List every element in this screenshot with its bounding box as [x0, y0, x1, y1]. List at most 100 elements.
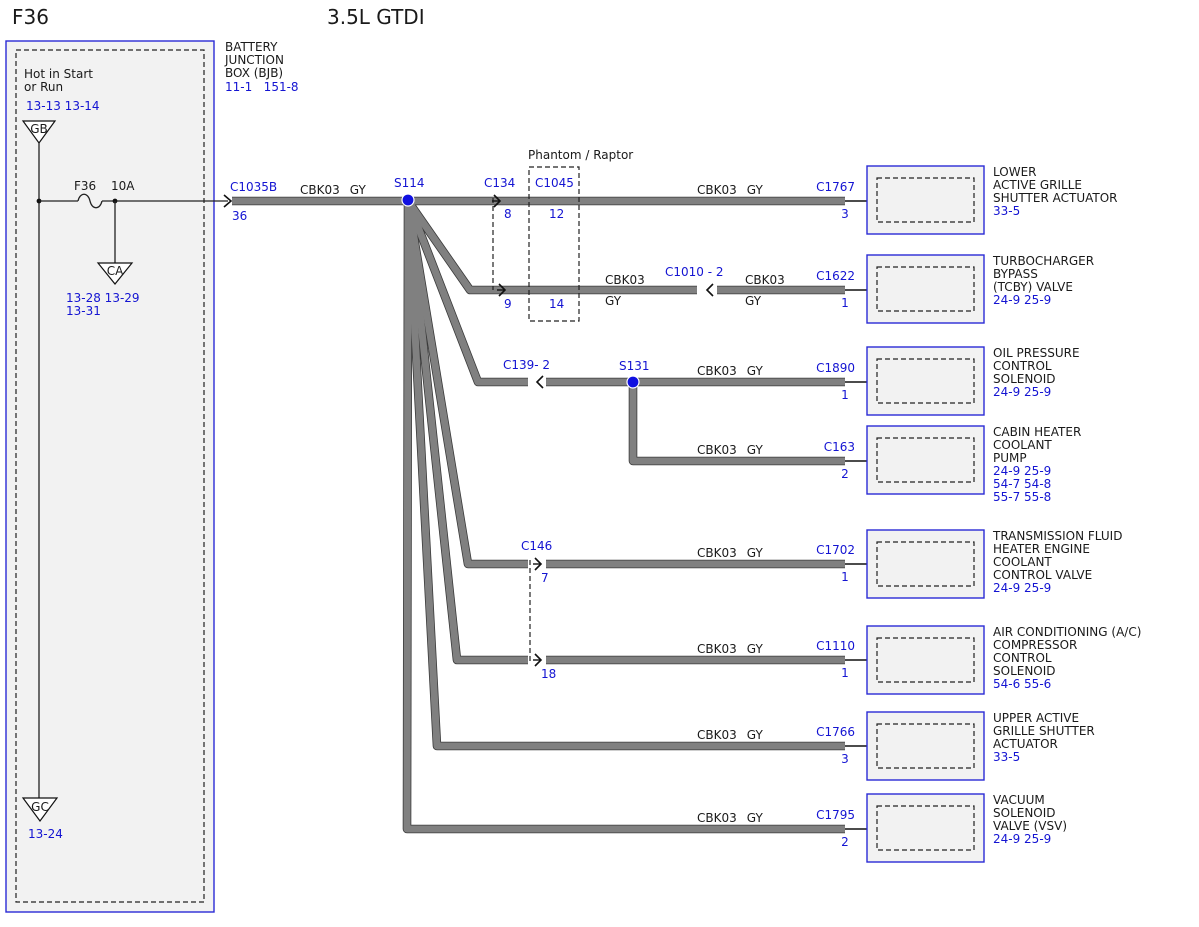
c146-pin-18: 18 [541, 667, 556, 681]
component-refs[interactable]: 24-9 25-9 [993, 464, 1051, 478]
component-box[interactable] [866, 529, 985, 599]
s131-label[interactable]: S131 [619, 359, 650, 373]
c139-label[interactable]: C139- 2 [503, 358, 550, 372]
component-refs[interactable]: 24-9 25-9 [993, 293, 1051, 307]
component-refs[interactable]: 33-5 [993, 750, 1020, 764]
c134-label[interactable]: C134 [484, 176, 515, 190]
component-name: CONTROL VALVE [993, 568, 1092, 582]
bjb-refs[interactable]: 11-1 151-8 [225, 80, 299, 94]
c146-label[interactable]: C146 [521, 539, 552, 553]
bjb-title-line-1: BATTERY [225, 40, 278, 54]
component-inner-box [876, 723, 975, 769]
component-box[interactable] [866, 425, 985, 495]
s114-splice[interactable] [401, 193, 415, 207]
c139-arrow [535, 375, 544, 389]
battery-junction-box: BATTERY JUNCTION BOX (BJB) 11-1 151-8 Ho… [5, 40, 299, 913]
component-refs[interactable]: 54-7 54-8 [993, 477, 1051, 491]
connector-label[interactable]: C1110 [816, 639, 855, 653]
component-box[interactable] [866, 711, 985, 781]
connector-label[interactable]: C1795 [816, 808, 855, 822]
connector-label[interactable]: C1622 [816, 269, 855, 283]
gb-bus-symbol [21, 120, 57, 145]
c1045-pin-12: 12 [549, 207, 564, 221]
connector-pin: 2 [841, 467, 849, 481]
component-refs[interactable]: 33-5 [993, 204, 1020, 218]
engine-title: 3.5L GTDI [327, 5, 425, 29]
component-box[interactable] [866, 346, 985, 416]
component-box[interactable] [866, 254, 985, 324]
c1045-pin-14: 14 [549, 297, 564, 311]
gc-ref[interactable]: 13-24 [28, 827, 63, 841]
component-name: CABIN HEATER [993, 425, 1081, 439]
c1622-right-circuit: CBK03 [745, 273, 785, 287]
component-inner-box [876, 637, 975, 683]
connector-label[interactable]: C163 [824, 440, 855, 454]
connector-pin: 1 [841, 666, 849, 680]
component-name: HEATER ENGINE [993, 542, 1090, 556]
phantom-label: Phantom / Raptor [528, 148, 633, 162]
component-refs[interactable]: 24-9 25-9 [993, 832, 1051, 846]
c1045-label[interactable]: C1045 [535, 176, 574, 190]
gc-label: GC [31, 800, 49, 814]
connector-pin: 1 [841, 296, 849, 310]
c1035b-connector-symbol [223, 194, 233, 208]
ca-refs-line-1[interactable]: 13-28 13-29 [66, 291, 140, 305]
connector-label[interactable]: C1890 [816, 361, 855, 375]
connector-label[interactable]: C1702 [816, 543, 855, 557]
component-name: UPPER ACTIVE [993, 711, 1079, 725]
c1622-left-color: GY [605, 294, 622, 308]
component-name: TRANSMISSION FLUID [992, 529, 1122, 543]
connector-label[interactable]: C1766 [816, 725, 855, 739]
component-name: ACTUATOR [993, 737, 1058, 751]
component-refs[interactable]: 24-9 25-9 [993, 385, 1051, 399]
connector-label[interactable]: C1767 [816, 180, 855, 194]
fuse-id-title: F36 [12, 5, 49, 29]
component-name: LOWER [993, 165, 1037, 179]
component-name: TURBOCHARGER [992, 254, 1094, 268]
component-refs[interactable]: 24-9 25-9 [993, 581, 1051, 595]
component-name: SOLENOID [993, 806, 1056, 820]
hot-label-line-2: or Run [24, 80, 63, 94]
s131-splice[interactable] [626, 375, 640, 389]
component-name: COOLANT [993, 555, 1052, 569]
hot-refs[interactable]: 13-13 13-14 [26, 99, 100, 113]
component-name: CONTROL [993, 359, 1052, 373]
component-name: GRILLE SHUTTER [993, 724, 1095, 738]
bjb-title-line-3: BOX (BJB) [225, 66, 283, 80]
c146-pin-7: 7 [541, 571, 549, 585]
component-refs[interactable]: 55-7 55-8 [993, 490, 1051, 504]
component-name: COOLANT [993, 438, 1052, 452]
s114-label[interactable]: S114 [394, 176, 425, 190]
component-box[interactable] [866, 793, 985, 863]
fuse-symbol [77, 193, 103, 209]
c1010-label[interactable]: C1010 - 2 [665, 265, 724, 279]
gb-label: GB [30, 122, 48, 136]
c1035b-label[interactable]: C1035B [230, 180, 277, 194]
component-name: CONTROL [993, 651, 1052, 665]
component-name: (TCBY) VALVE [993, 280, 1073, 294]
c134-pin-9: 9 [504, 297, 512, 311]
component-name: ACTIVE GRILLE [993, 178, 1082, 192]
connector-pin: 1 [841, 570, 849, 584]
component-inner-box [876, 805, 975, 851]
component-name: OIL PRESSURE [993, 346, 1080, 360]
component-name: SHUTTER ACTUATOR [993, 191, 1118, 205]
component-inner-box [876, 358, 975, 404]
component-box[interactable] [866, 165, 985, 235]
component-refs[interactable]: 54-6 55-6 [993, 677, 1051, 691]
ca-label: CA [107, 264, 124, 278]
ca-refs-line-2[interactable]: 13-31 [66, 304, 101, 318]
component-box[interactable] [866, 625, 985, 695]
ca-bus-symbol [96, 262, 134, 285]
c1035b-pin: 36 [232, 209, 247, 223]
